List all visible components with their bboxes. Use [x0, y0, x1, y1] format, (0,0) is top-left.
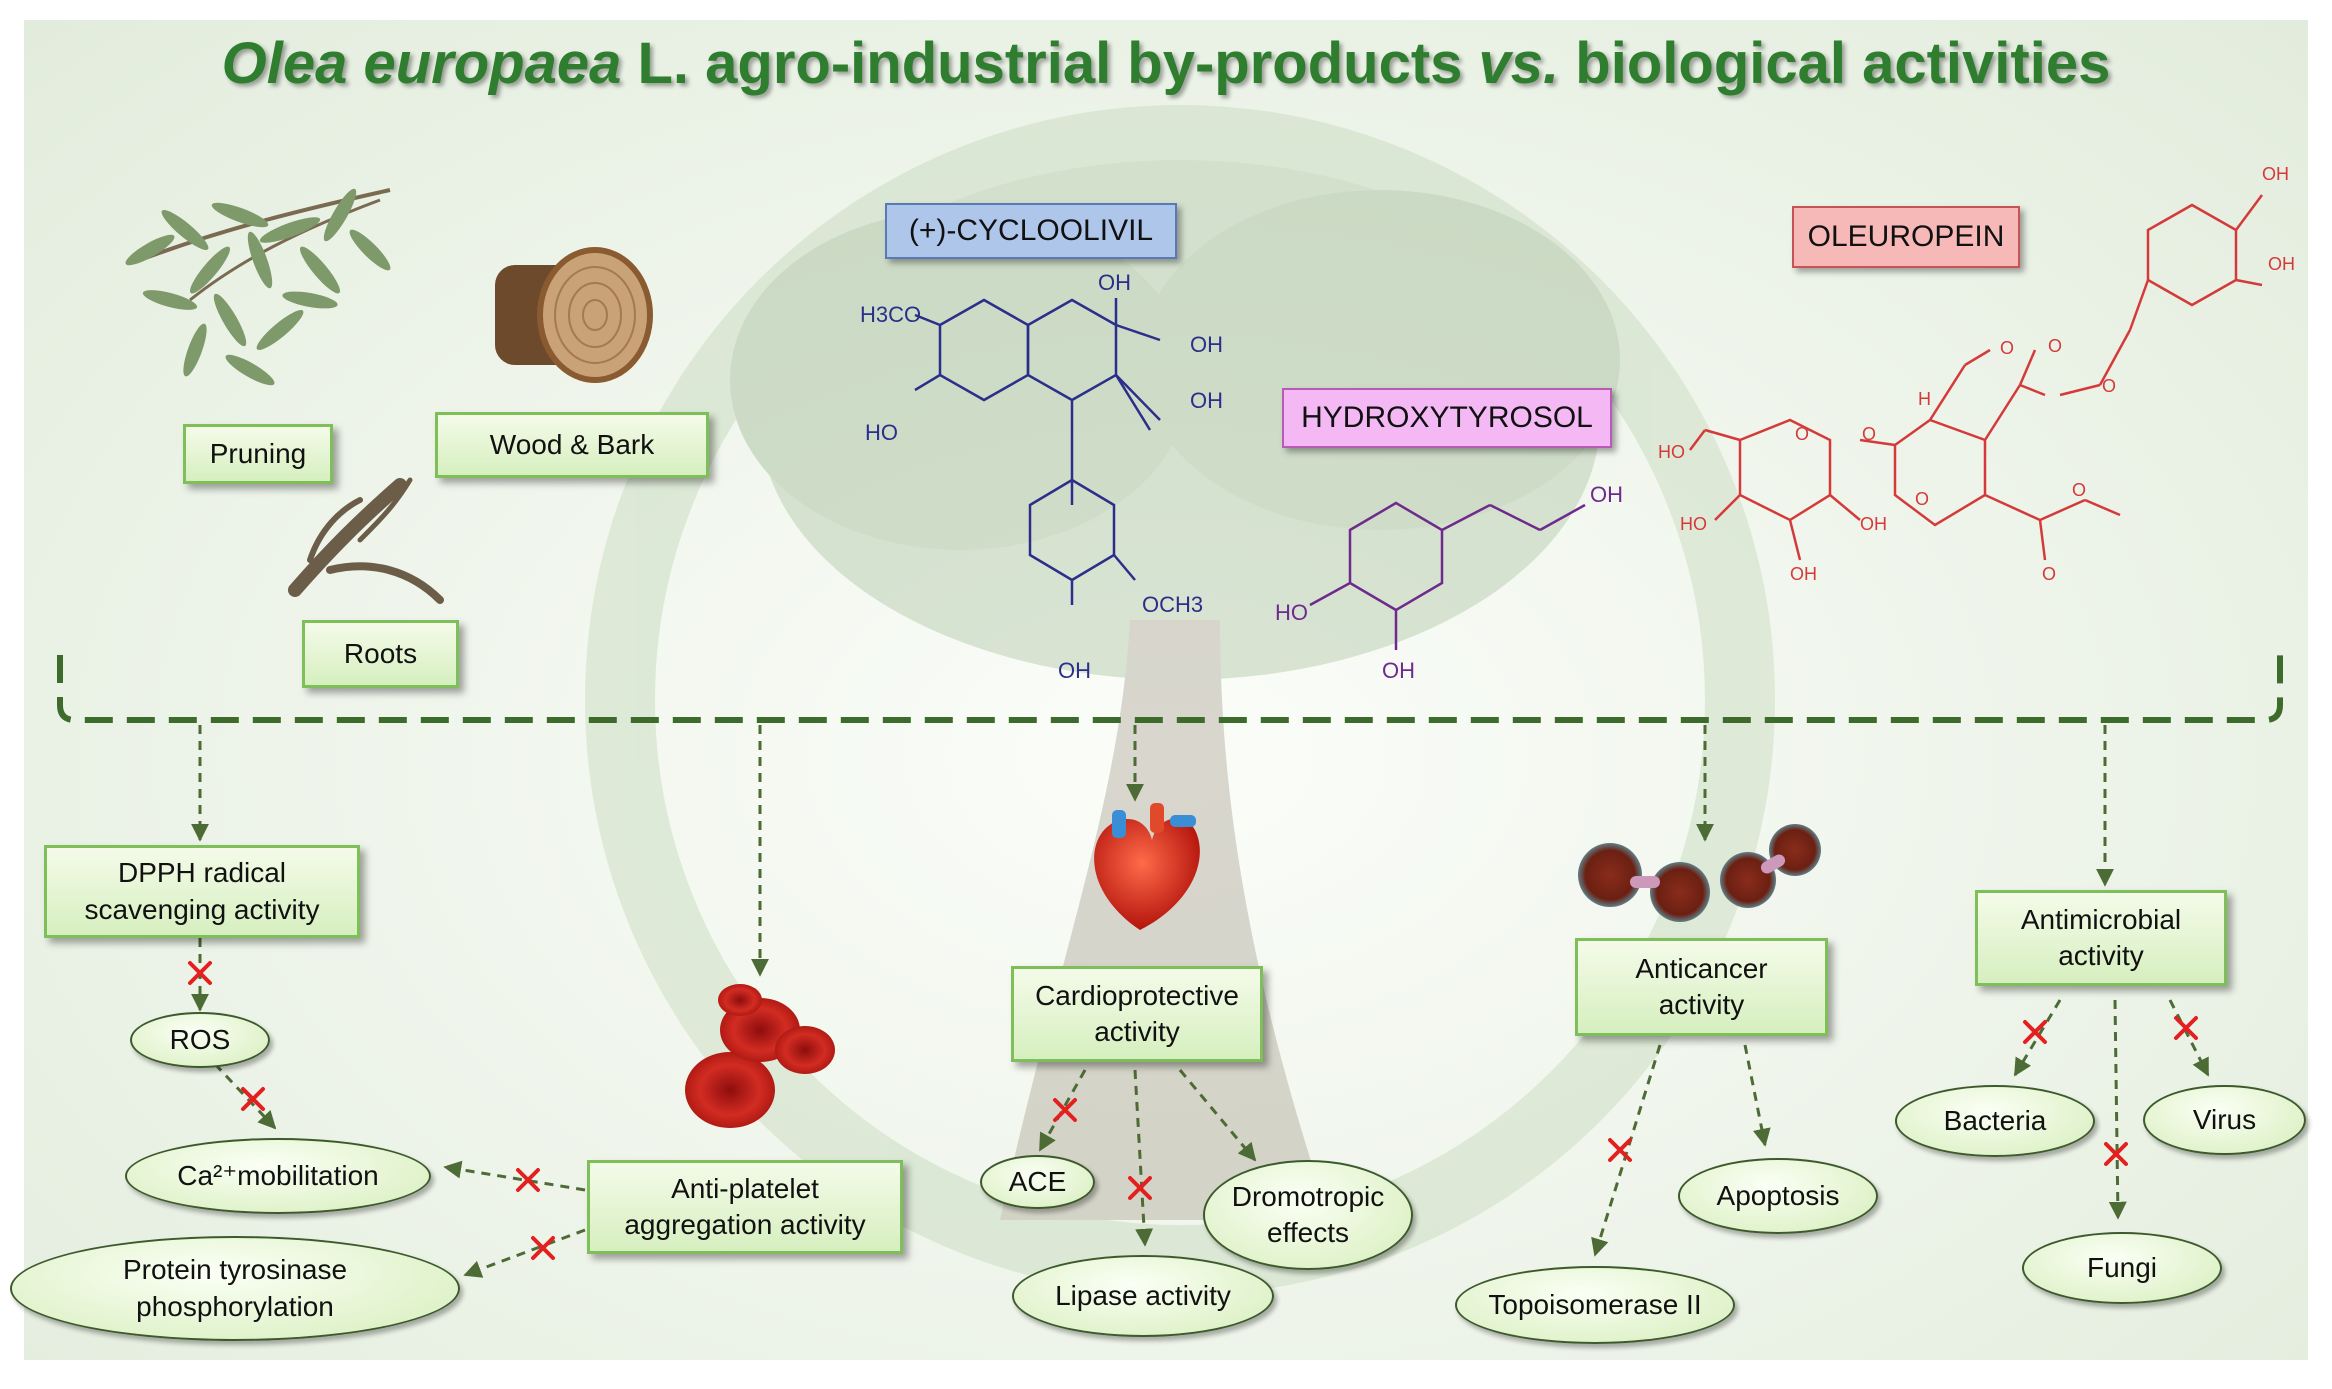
compound-cycloolivil-label: (+)-CYCLOOLIVIL	[885, 203, 1177, 259]
activity-antimicrobial: Antimicrobial activity	[1975, 890, 2227, 986]
svg-text:O: O	[2000, 338, 2014, 358]
svg-text:O: O	[1915, 489, 1929, 509]
compound-oleuropein-label: OLEUROPEIN	[1792, 206, 2020, 268]
svg-text:HO: HO	[1275, 600, 1308, 625]
target-ca-mobilitation: Ca²⁺mobilitation	[125, 1138, 431, 1214]
background-tree-illustration	[585, 105, 1775, 1295]
svg-text:O: O	[2102, 376, 2116, 396]
svg-text:OH: OH	[2262, 164, 2289, 184]
svg-text:OH: OH	[1590, 482, 1623, 507]
svg-text:O: O	[2042, 564, 2056, 584]
cycloolivil-structure	[914, 298, 1161, 605]
title-end: biological activities	[1559, 31, 2111, 96]
hydroxytyrosol-atoms: OH HO OH	[1275, 482, 1623, 683]
source-pruning: Pruning	[183, 424, 333, 484]
olive-branch-icon	[125, 188, 391, 386]
activity-dpph: DPPH radical scavenging activity	[44, 845, 360, 938]
svg-text:HO: HO	[1658, 442, 1685, 462]
svg-text:OH: OH	[1058, 658, 1091, 683]
svg-text:O: O	[1795, 424, 1809, 444]
title-species: Olea europaea	[221, 31, 622, 96]
title-vs: vs.	[1478, 31, 1560, 96]
cancer-cells-icon	[1578, 824, 1821, 922]
svg-text:HO: HO	[865, 420, 898, 445]
bracket-line	[57, 655, 2283, 723]
target-apoptosis: Apoptosis	[1678, 1158, 1878, 1234]
compound-hydroxytyrosol-label: HYDROXYTYROSOL	[1282, 388, 1612, 448]
target-virus: Virus	[2143, 1085, 2306, 1155]
activity-cardioprotective: Cardioprotective activity	[1011, 966, 1263, 1062]
svg-text:HO: HO	[1680, 514, 1707, 534]
red-blood-cells-icon	[685, 984, 835, 1128]
wood-log-icon	[495, 247, 653, 383]
svg-text:OCH3: OCH3	[1142, 592, 1203, 617]
roots-icon	[288, 477, 444, 604]
target-ros: ROS	[130, 1012, 270, 1068]
svg-text:OH: OH	[1098, 270, 1131, 295]
source-roots: Roots	[302, 620, 459, 688]
target-ace: ACE	[980, 1155, 1095, 1209]
source-wood-bark: Wood & Bark	[435, 412, 709, 478]
oleuropein-atoms: OH OH H HO O O O O O O O O HO OH OH	[1658, 164, 2295, 584]
svg-text:OH: OH	[1790, 564, 1817, 584]
oleuropein-structure	[1689, 194, 2264, 561]
svg-text:O: O	[2072, 480, 2086, 500]
svg-text:OH: OH	[1190, 388, 1223, 413]
activity-anticancer: Anticancer activity	[1575, 938, 1828, 1036]
target-protein-tyrosinase: Protein tyrosinase phosphorylation	[10, 1236, 460, 1341]
svg-text:O: O	[1862, 424, 1876, 444]
inhibition-markers	[188, 961, 2198, 1260]
svg-text:H3CO: H3CO	[860, 302, 921, 327]
target-bacteria: Bacteria	[1895, 1085, 2095, 1157]
activity-antiplatelet: Anti-platelet aggregation activity	[587, 1160, 903, 1254]
hydroxytyrosol-structure	[1309, 501, 1586, 650]
target-lipase: Lipase activity	[1012, 1255, 1274, 1337]
svg-text:OH: OH	[1190, 332, 1223, 357]
cycloolivil-atoms: H3CO HO OH OH OH OCH3 OH	[860, 270, 1223, 683]
svg-text:H: H	[1918, 389, 1931, 409]
title-middle: L. agro-industrial by-products	[621, 31, 1479, 96]
svg-text:O: O	[2048, 336, 2062, 356]
target-dromotropic: Dromotropic effects	[1203, 1160, 1413, 1270]
svg-text:OH: OH	[1860, 514, 1887, 534]
diagram-title: Olea europaea L. agro-industrial by-prod…	[0, 30, 2332, 97]
svg-text:OH: OH	[1382, 658, 1415, 683]
target-topoisomerase: Topoisomerase II	[1455, 1266, 1735, 1344]
svg-text:OH: OH	[2268, 254, 2295, 274]
heart-icon	[1094, 803, 1200, 930]
target-fungi: Fungi	[2022, 1232, 2222, 1304]
